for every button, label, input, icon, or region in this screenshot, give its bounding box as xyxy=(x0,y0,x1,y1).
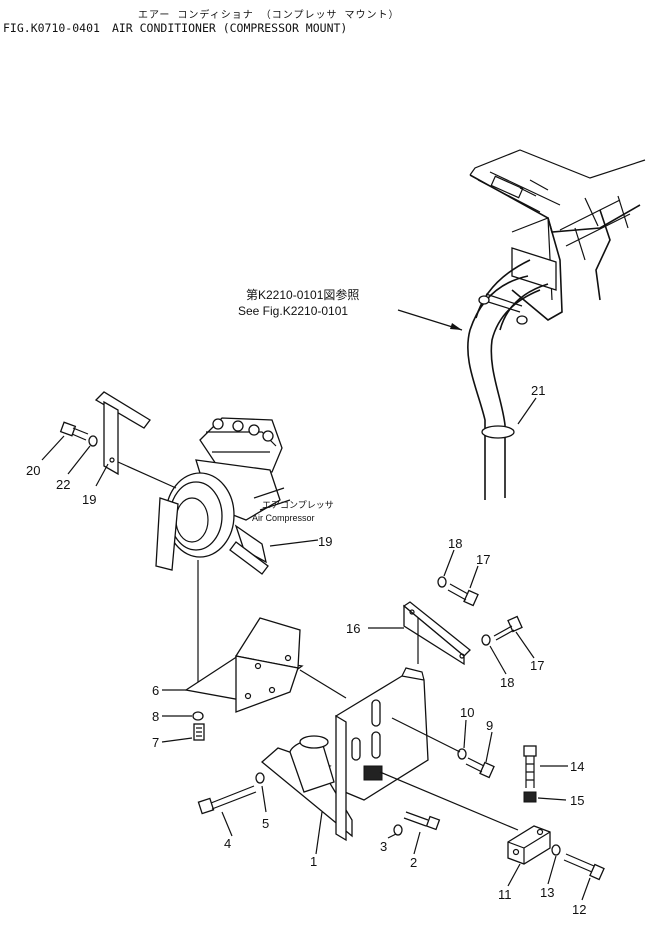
washer-22 xyxy=(88,435,98,447)
callout-8: 8 xyxy=(152,709,159,724)
callout-21: 20 xyxy=(26,463,40,478)
rod-19 xyxy=(229,541,269,575)
callout-4: 4 xyxy=(224,836,231,851)
callout-3: 3 xyxy=(380,839,387,854)
bolt-21 xyxy=(59,421,89,441)
compressor-label-jp: エアコンプレッサ xyxy=(262,500,334,510)
callout-17-upper: 17 xyxy=(476,552,490,567)
washer-18-upper xyxy=(437,576,447,588)
callout-18-upper: 18 xyxy=(448,536,462,551)
figure-title: AIR CONDITIONER (COMPRESSOR MOUNT) xyxy=(111,21,348,35)
callout-2: 2 xyxy=(410,855,417,870)
washer-3 xyxy=(393,824,403,836)
figure-number: FIG.K0710-0401 xyxy=(3,21,100,35)
callout-12: 12 xyxy=(572,902,586,917)
washer-18-lower xyxy=(481,634,491,646)
bolt-14 xyxy=(523,745,537,788)
japanese-title: エアー コンディショナ （コンプレッサ マウント） xyxy=(138,10,400,21)
washer-13 xyxy=(551,844,561,856)
bolt-17-lower xyxy=(493,615,523,641)
bolt-12 xyxy=(563,853,605,881)
washer-5 xyxy=(255,772,265,784)
bracket-20 xyxy=(94,391,177,489)
callout-11: 11 xyxy=(498,887,512,902)
air-compressor xyxy=(155,417,291,571)
callout-13: 13 xyxy=(540,885,554,900)
callout-15: 15 xyxy=(570,793,584,808)
callout-22: 22 xyxy=(56,477,70,492)
main-bracket-1 xyxy=(260,667,429,842)
reference-arrowhead xyxy=(450,323,462,330)
callout-23: 21 xyxy=(531,383,545,398)
bolt-4 xyxy=(197,785,257,815)
nut-15 xyxy=(523,791,537,803)
bolt-17-upper xyxy=(447,583,479,607)
callout-1: 1 xyxy=(310,854,317,869)
callout-5: 5 xyxy=(262,816,269,831)
leader-bracket-to-block xyxy=(379,771,519,831)
compressor-label-en: Air Compressor xyxy=(252,513,315,523)
washer-8 xyxy=(192,711,204,721)
callouts: 21 19 20 22 19 6 8 7 4 5 1 3 2 xyxy=(26,383,591,917)
callout-16: 16 xyxy=(346,621,360,636)
callout-18-lower: 18 xyxy=(500,675,514,690)
reference-label-en: See Fig.K2210-0101 xyxy=(238,304,348,318)
reference-label-jp: 第K2210-0101図参照 xyxy=(246,287,359,302)
callout-7: 7 xyxy=(152,735,159,750)
washer-10 xyxy=(457,748,467,760)
bolt-7 xyxy=(193,723,205,741)
figure-header: FIG.K0710-0401 AIR CONDITIONER (COMPRESSO… xyxy=(3,21,359,35)
callout-14: 14 xyxy=(570,759,584,774)
bolt-9 xyxy=(465,757,495,779)
leader-bracket-to-bolt-9 xyxy=(391,717,461,753)
cab-hose-assembly xyxy=(467,149,646,500)
callout-17-lower: 17 xyxy=(530,658,544,673)
callout-9: 9 xyxy=(486,718,493,733)
callout-20: 19 xyxy=(82,492,96,507)
callout-19: 19 xyxy=(318,534,332,549)
block-11 xyxy=(507,825,551,865)
bolt-2 xyxy=(403,811,441,831)
callout-10: 10 xyxy=(460,705,474,720)
bracket-16 xyxy=(402,601,471,666)
callout-6: 6 xyxy=(152,683,159,698)
mounting-bracket-6 xyxy=(184,617,347,713)
